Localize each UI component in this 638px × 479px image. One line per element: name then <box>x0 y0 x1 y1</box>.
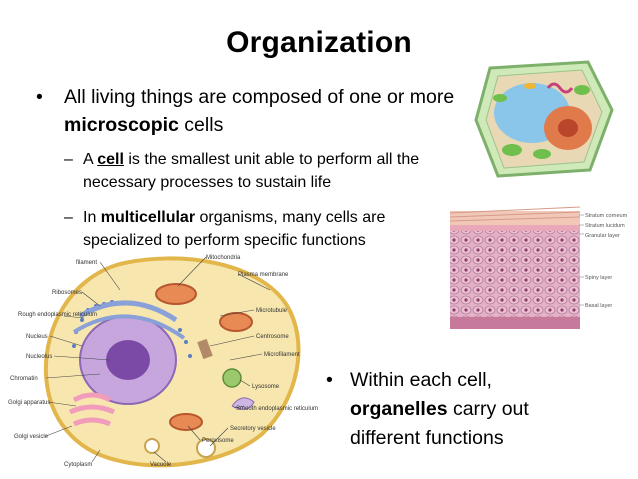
label-microtubule: Microtubule <box>256 308 288 314</box>
subbullet-text: is the smallest unit able to perform all… <box>83 151 420 191</box>
bullet-bold-term: microscopic <box>64 114 179 136</box>
plant-cell-illustration <box>474 60 614 178</box>
label-stratum-corneum: Stratum corneum <box>585 213 628 219</box>
bullet-bold-term: organelles <box>350 398 448 420</box>
subbullet-bold-term: cell <box>97 151 124 168</box>
label-cytoplasm: Cytoplasm <box>64 462 92 468</box>
label-plasma-membrane: Plasma membrane <box>238 272 289 278</box>
label-peroxisome: Peroxisome <box>202 438 234 444</box>
bullet-text: cells <box>178 114 224 136</box>
skin-tissue-illustration: Stratum corneum Stratum lucidum Granular… <box>449 206 628 329</box>
label-microfilament: Microfilament <box>264 352 300 358</box>
slide-title: Organization <box>226 26 412 59</box>
bullet-marker: • <box>326 369 333 391</box>
dash-marker: – <box>64 151 73 168</box>
bullet-living-things: • All living things are composed of one … <box>36 83 456 139</box>
subbullet-text: A <box>83 151 98 168</box>
label-filament: filament <box>76 260 97 266</box>
label-golgi-apparatus: Golgi apparatus <box>8 400 50 406</box>
bullet-marker: • <box>36 86 43 108</box>
label-stratum-lucidum: Stratum lucidum <box>585 223 625 229</box>
label-secretory-vesicle: Secretory vesicle <box>230 426 276 432</box>
label-nucleus: Nucleus <box>26 334 48 340</box>
label-smooth-er: Smooth endoplasmic reticulum <box>236 406 318 412</box>
label-centrosome: Centrosome <box>256 334 289 340</box>
label-golgi-vesicle: Golgi vesicle <box>14 434 49 440</box>
label-nucleolus: Nucleolus <box>26 354 52 360</box>
label-lysosome: Lysosome <box>252 384 280 390</box>
dash-marker: – <box>64 209 73 226</box>
subbullet-text: organisms, many cells are specialized to… <box>83 209 386 249</box>
subbullet-cell-definition: – A cell is the smallest unit able to pe… <box>64 148 452 194</box>
bullet-text: carry out different functions <box>350 398 529 449</box>
bullet-text: Within each cell, <box>350 369 492 391</box>
label-granular-layer: Granular layer <box>585 233 620 239</box>
label-mitochondria: Mitochondria <box>206 255 241 261</box>
label-basal-layer: Basal layer <box>585 303 612 309</box>
subbullet-text: In <box>83 209 101 226</box>
label-vacuole: Vacuole <box>150 462 172 468</box>
subbullet-multicellular: – In multicellular organisms, many cells… <box>64 206 452 252</box>
subbullet-bold-term: multicellular <box>100 209 196 226</box>
bullet-text: All living things are composed of one or… <box>64 86 455 108</box>
label-rough-er: Rough endoplasmic reticulum <box>18 312 97 318</box>
label-spiny-layer: Spiny layer <box>585 275 612 281</box>
label-ribosomes: Ribosomes <box>52 290 82 296</box>
bullet-organelles: • Within each cell, organelles carry out… <box>326 366 586 453</box>
animal-cell-diagram: filament Mitochondria Plasma membrane Ri… <box>8 255 318 468</box>
label-chromatin: Chromatin <box>10 376 38 382</box>
